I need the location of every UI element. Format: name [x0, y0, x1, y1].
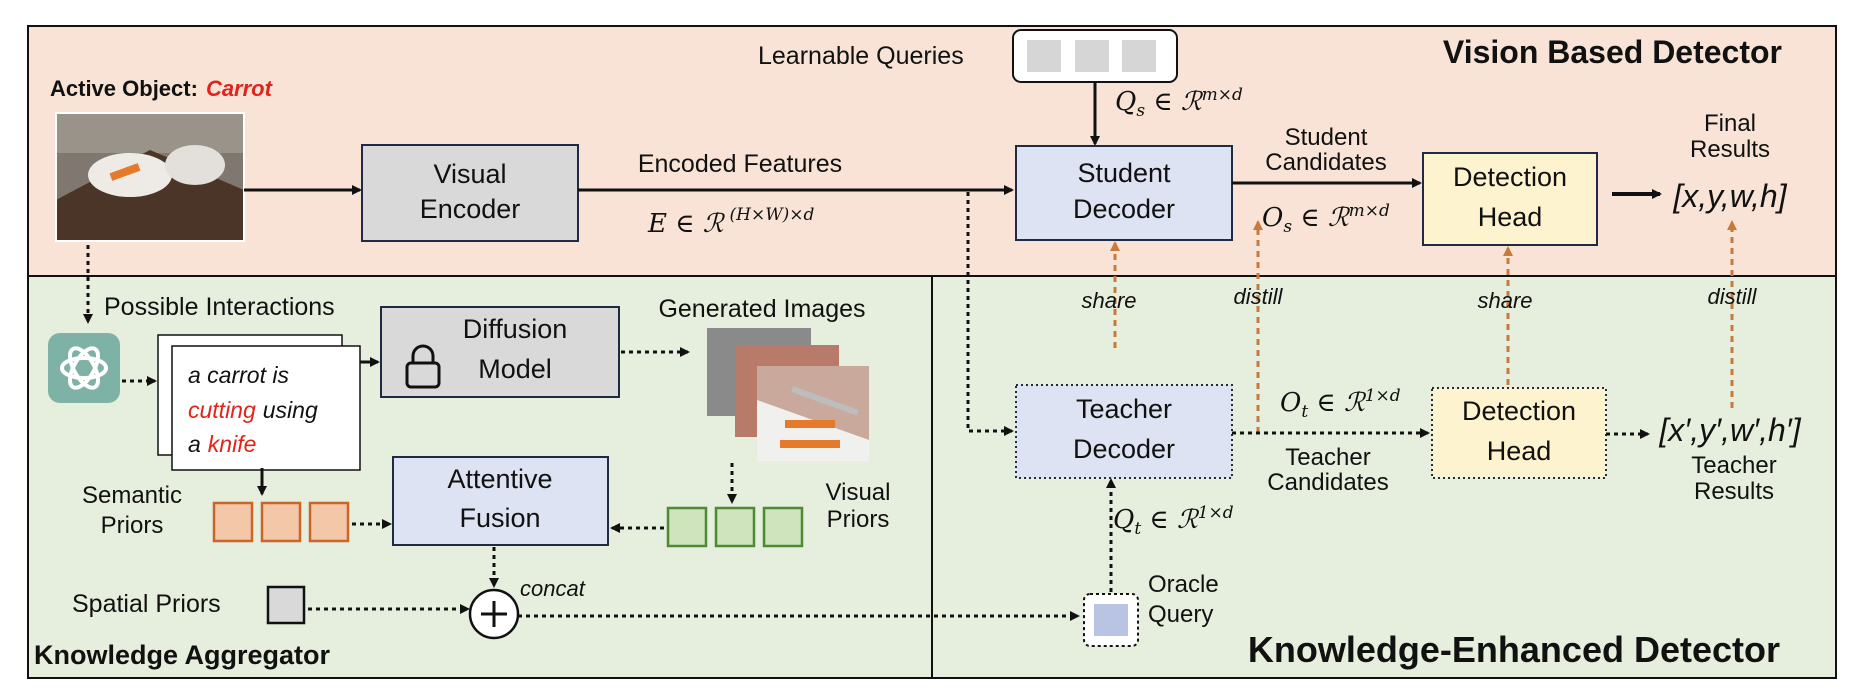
visual-encoder-box: [361, 144, 579, 242]
share-left-label: share: [1081, 288, 1136, 313]
active-object-label: Active Object:Carrot: [50, 76, 274, 101]
encoded-features-math: E ∈ ℛ(H×W)×d: [647, 205, 815, 239]
distill-right-label: distill: [1708, 284, 1758, 309]
teacher-decoder-line2: Decoder: [1073, 434, 1175, 464]
generated-images-stack: [707, 328, 869, 461]
teacher-candidates-line2: Candidates: [1267, 469, 1388, 496]
enhanced-panel-title: Knowledge-Enhanced Detector: [1248, 629, 1780, 670]
semantic-priors-tokens: [212, 501, 350, 543]
diffusion-model-line2: Model: [478, 354, 552, 384]
detection-head-top-line2: Head: [1478, 202, 1543, 232]
teacher-decoder-box: [1015, 384, 1233, 479]
detection-head-top-line1: Detection: [1453, 162, 1567, 192]
diffusion-model-line1: Diffusion: [463, 314, 568, 344]
student-decoder-box: [1015, 145, 1233, 241]
teacher-decoder-line1: Teacher: [1076, 394, 1172, 424]
teacher-results-value: [x′,y′,w′,h′]: [1658, 412, 1801, 448]
visual-encoder-line1: Visual: [433, 159, 506, 189]
attentive-fusion-line2: Fusion: [459, 503, 540, 533]
visual-priors-line1: Visual: [826, 479, 891, 506]
active-object-image: [55, 112, 245, 242]
detection-head-bottom-box: [1431, 387, 1607, 479]
plus-circle-icon: [468, 588, 520, 640]
detection-head-top-box: [1422, 152, 1598, 246]
final-results-value: [x,y,w,h]: [1672, 178, 1787, 214]
visual-priors-tokens: [666, 506, 804, 548]
final-results-line2: Results: [1690, 136, 1770, 163]
concat-label: concat: [520, 576, 586, 601]
spatial-priors-token: [266, 585, 306, 625]
spatial-priors-label: Spatial Priors: [72, 590, 221, 618]
teacher-candidates-math: Ot ∈ ℛ1×d: [1280, 386, 1401, 422]
teacher-results-line1: Teacher: [1691, 452, 1776, 479]
attentive-fusion-line1: Attentive: [447, 464, 552, 494]
encoded-features-label: Encoded Features: [638, 150, 842, 178]
attentive-fusion-box: [392, 456, 609, 546]
student-candidates-line1: Student: [1285, 124, 1368, 151]
aggregator-panel-title: Knowledge Aggregator: [34, 640, 331, 670]
detection-head-bottom-line2: Head: [1487, 436, 1552, 466]
student-decoder-line1: Student: [1077, 158, 1171, 188]
distill-left-label: distill: [1234, 284, 1284, 309]
oracle-query-fill: [1094, 604, 1128, 636]
visual-priors-line2: Priors: [827, 506, 890, 533]
learnable-queries-tokens: [1012, 29, 1178, 83]
possible-interactions-label: Possible Interactions: [104, 293, 335, 321]
semantic-priors-line2: Priors: [101, 512, 164, 539]
semantic-priors-line1: Semantic: [82, 482, 182, 509]
final-results-line1: Final: [1704, 110, 1756, 137]
prompt-line1: a carrot is: [188, 362, 289, 388]
lock-icon: [405, 344, 441, 389]
generated-images-label: Generated Images: [658, 295, 865, 323]
prompt-card-front: [171, 345, 361, 471]
share-right-label: share: [1477, 288, 1532, 313]
openai-logo-icon: [48, 333, 120, 403]
visual-encoder-line2: Encoder: [420, 194, 521, 224]
oracle-query-line1: Oracle: [1148, 571, 1219, 598]
vision-panel-title: Vision Based Detector: [1443, 34, 1782, 70]
teacher-candidates-line1: Teacher: [1285, 444, 1370, 471]
detection-head-bottom-line1: Detection: [1462, 396, 1576, 426]
teacher-results-line2: Results: [1694, 478, 1774, 505]
learnable-queries-label: Learnable Queries: [758, 42, 964, 70]
diffusion-model-box: [380, 306, 620, 398]
student-candidates-line2: Candidates: [1265, 149, 1386, 176]
oracle-query-line2: Query: [1148, 601, 1213, 628]
student-decoder-line2: Decoder: [1073, 194, 1175, 224]
